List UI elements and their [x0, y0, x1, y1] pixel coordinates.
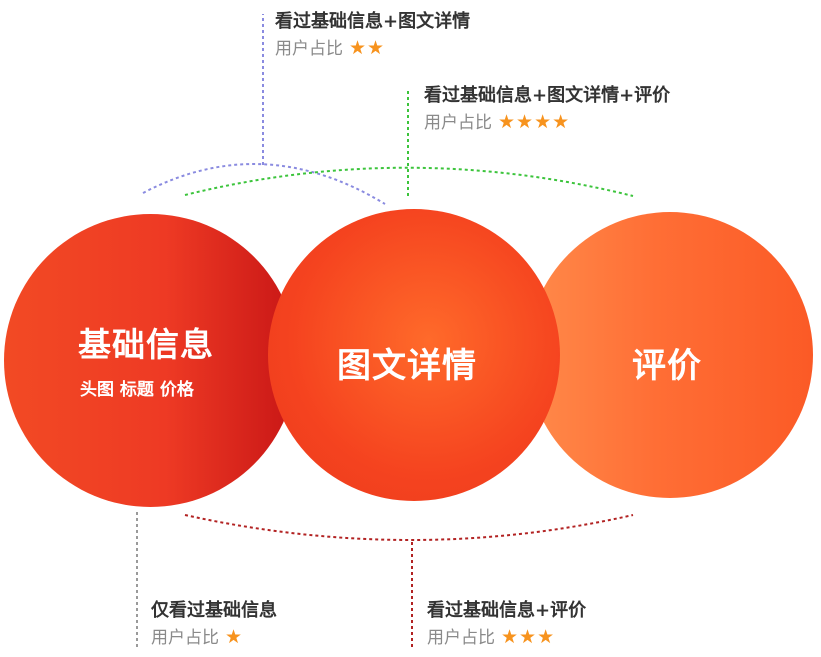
basic-info-title: 基础信息	[78, 325, 214, 364]
label-sub: 用户占比	[151, 628, 219, 648]
label-head: 仅看过基础信息	[151, 600, 277, 621]
bracket-basic-detail	[142, 163, 386, 205]
basic-info-circle	[4, 214, 297, 507]
detail-circle	[268, 209, 560, 501]
star-rating-icon: ★★	[349, 37, 386, 59]
review-circle	[527, 212, 813, 498]
bracket-basic-review	[184, 514, 634, 541]
star-rating-icon: ★★★	[501, 626, 556, 648]
basic-info-subtitle: 头图 标题 价格	[80, 380, 194, 400]
label-basic-detail: 看过基础信息+图文详情 用户占比 ★★	[275, 9, 470, 62]
star-rating-icon: ★★★★	[498, 111, 571, 133]
label-head: 看过基础信息+评价	[427, 600, 587, 621]
bracket-all	[184, 166, 634, 197]
label-all-three: 看过基础信息+图文详情+评价 用户占比 ★★★★	[424, 83, 670, 136]
star-rating-icon: ★	[225, 626, 244, 648]
label-basic-review: 看过基础信息+评价 用户占比 ★★★	[427, 598, 586, 651]
label-sub: 用户占比	[427, 628, 495, 648]
review-title: 评价	[632, 346, 702, 386]
label-sub: 用户占比	[275, 39, 343, 59]
label-head: 看过基础信息+图文详情	[275, 11, 471, 32]
label-basic-only: 仅看过基础信息 用户占比 ★	[151, 598, 277, 651]
label-sub: 用户占比	[424, 113, 492, 133]
detail-title: 图文详情	[337, 346, 477, 386]
label-head: 看过基础信息+图文详情+评价	[424, 85, 671, 106]
